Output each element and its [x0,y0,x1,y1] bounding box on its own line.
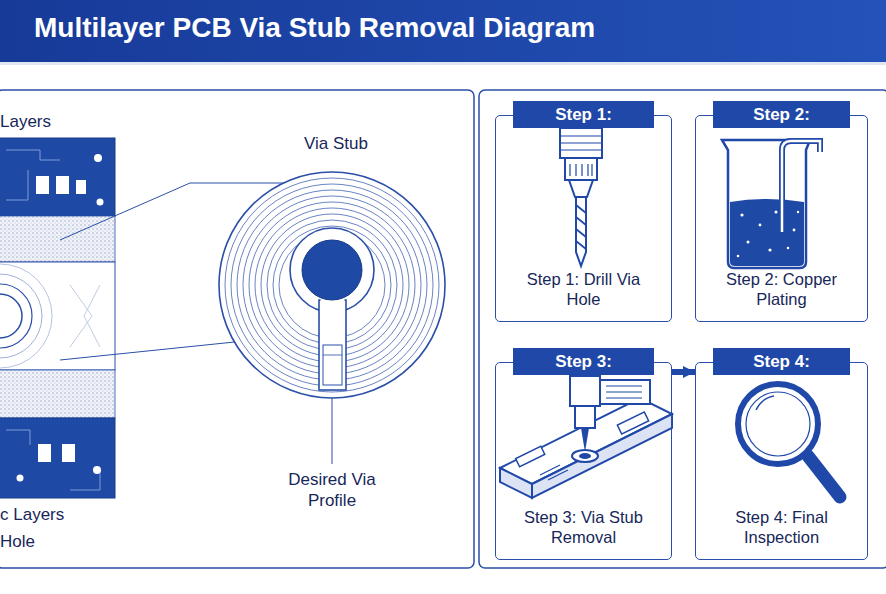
part-label: c Layers [0,504,110,525]
leader-line [332,392,333,464]
desired-profile-mark [323,345,342,385]
step-header: Step 4: [713,348,850,375]
board-front [500,468,532,498]
drill-collar [565,158,597,180]
chip [516,446,545,466]
step-box: Step 4:Step 4: Final Inspection [695,362,868,560]
step-caption: Step 4: Final Inspection [717,507,847,547]
dielectric-layer [0,370,115,418]
step-header: Step 2: [713,101,850,128]
step-caption: Step 3: Via Stub Removal [511,507,656,547]
dielectric-layer [0,216,115,262]
copper-layer-top [0,138,115,216]
via-pad [17,475,24,482]
bubble [768,248,771,251]
step-caption: Step 2: Copper Plating [712,269,852,309]
pcb-cross-section [0,138,115,498]
step-box: Step 2:Step 2: Copper Plating [695,115,868,322]
pad-outline [219,172,445,398]
pad [56,176,69,194]
via-pad [93,466,101,474]
via-top-view [219,172,445,398]
part-label: Hole [0,531,90,552]
step-caption: Step 1: Drill Via Hole [526,269,641,309]
pad [62,444,75,462]
bubble [787,247,790,250]
drill-taper [569,180,593,197]
gantry-ribs [606,386,642,398]
pad [76,180,86,194]
bubble [775,211,778,214]
pad-ring [225,178,439,392]
trace-lines [6,150,60,200]
bubbles [737,211,800,258]
part-label: Desired Via Profile [272,469,392,511]
step-box: Step 1:Step 1: Drill Via Hole [495,115,672,322]
bubble [793,229,796,232]
stub-slot [319,300,346,390]
left-panel [0,90,474,568]
pad [36,176,49,194]
part-label: Via Stub [276,133,396,154]
chip [617,412,648,434]
spindle-collet [575,406,595,428]
step-header: Step 3: [513,348,654,375]
bubble [797,211,799,213]
magnifier-rim [738,384,818,464]
bubble [737,255,740,258]
beaker [722,140,810,268]
inspection-icon [738,384,840,497]
board-side [532,414,672,498]
traces [540,426,648,480]
bubble [759,224,762,227]
trace-lines [6,430,100,490]
backdrill-bit [581,428,589,452]
plating-solution [730,199,804,266]
flow-arrow [672,369,695,375]
spindle-head [570,376,600,406]
gantry [598,380,650,404]
title-rule [0,62,886,65]
pad [38,444,51,462]
feed-tube [782,141,820,232]
magnifier-handle [808,456,840,497]
step-header: Step 1: [513,101,654,128]
profile-tick [323,355,342,356]
drill-chuck [560,128,602,158]
diagram-title: Multilayer PCB Via Stub Removal Diagram [34,8,595,48]
copper-layer-bottom [0,418,115,498]
feed-tube-core [782,141,820,232]
step-box: Step 3:Step 3: Via Stub Removal [495,362,672,560]
via-ring [0,274,42,358]
via-pad [94,154,102,162]
drill-bit [576,197,586,266]
annular-ring [290,228,374,312]
bubble [740,213,743,216]
chuck-grooves [560,136,602,150]
plating-bath-icon [722,140,820,268]
drilled-via [572,450,598,462]
drill-icon [560,128,602,266]
via-pad [97,199,104,206]
backdrill-icon [500,376,672,498]
bit-flutes [576,205,586,249]
right-panel [479,90,886,568]
chevron-marks [70,285,100,347]
via-barrel [0,294,22,338]
via-ring [0,284,32,348]
collar-ribs [570,164,592,176]
via-hole [579,453,591,459]
bubble [747,241,750,244]
lens-glint [756,396,774,410]
part-label: Layers [0,111,90,132]
via-hole [302,240,362,300]
title-bar [0,0,886,62]
via-ring [0,264,52,368]
magnifier-lens [746,392,810,456]
